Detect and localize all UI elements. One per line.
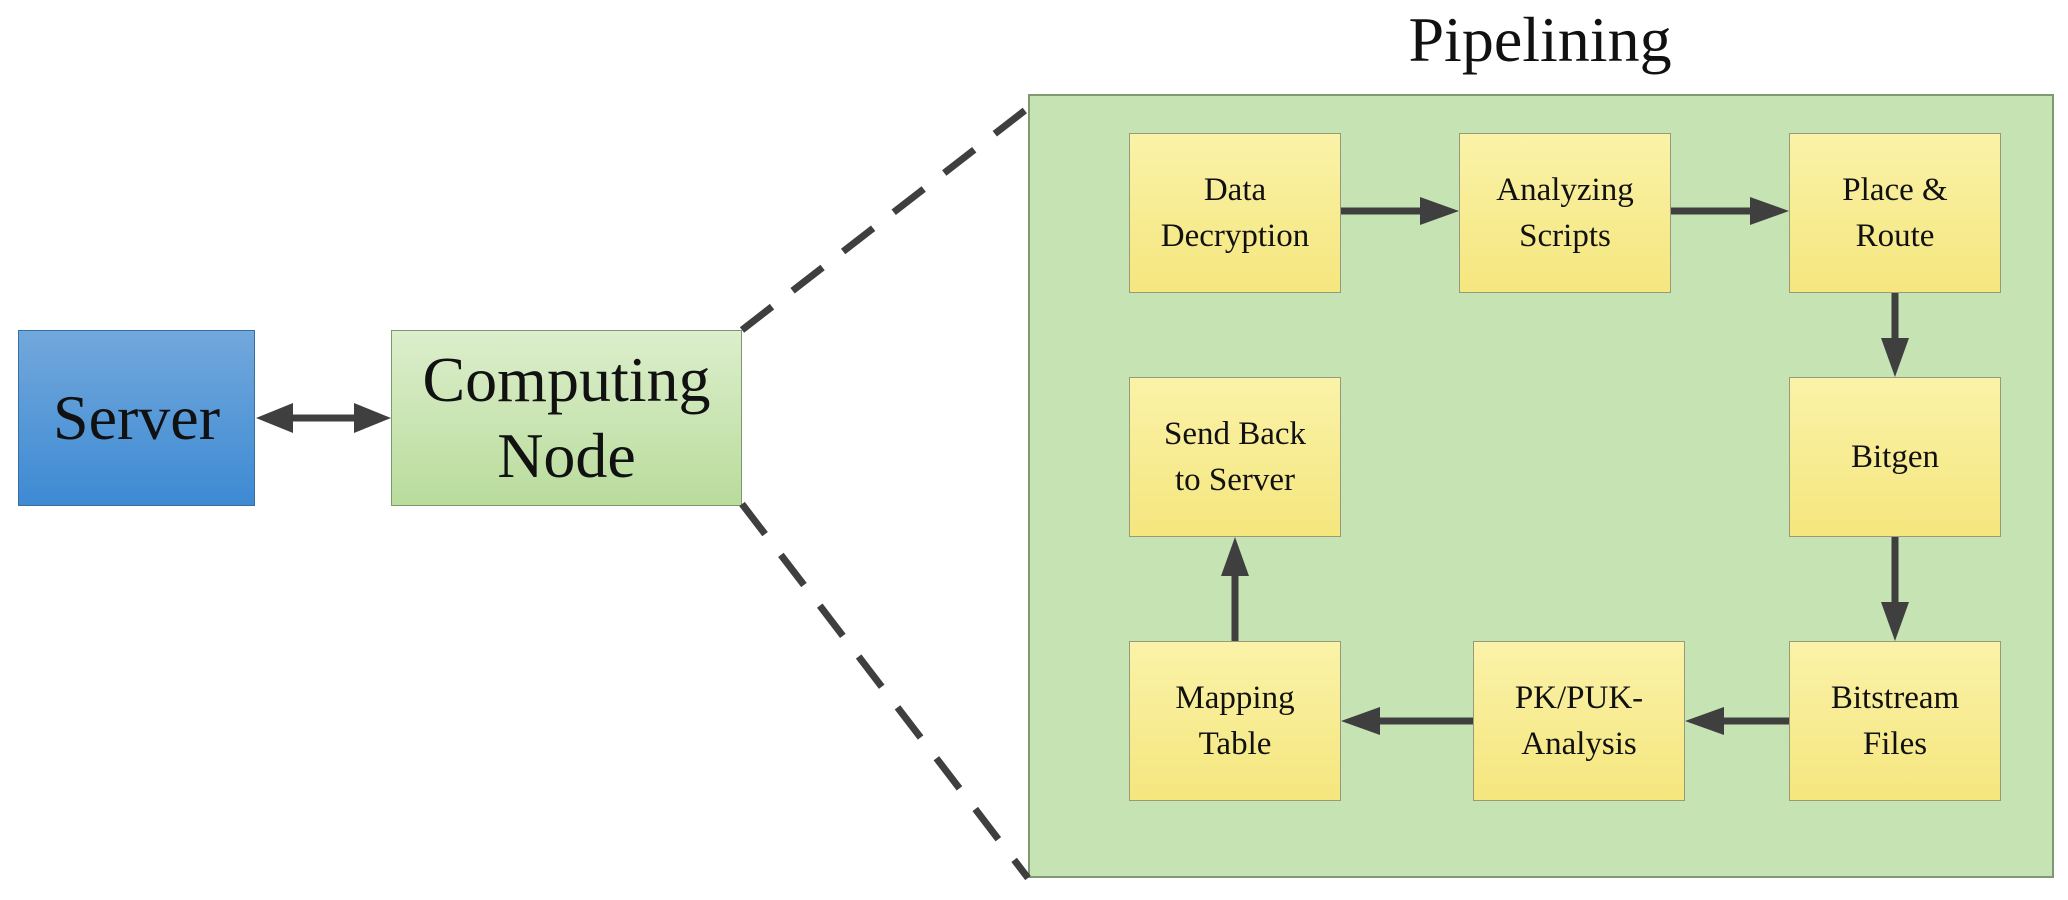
server-box: Server [18,330,255,506]
step-label-line: Table [1198,726,1272,762]
step-label-line: Data [1203,172,1267,208]
computing-node-label-line-1: Computing [422,344,711,415]
step-place-and-route: Place & Route [1789,133,2001,293]
step-label-line: to Server [1174,462,1296,498]
step-label-line: Files [1862,726,1928,762]
zoom-line-top [739,105,1031,333]
step-label-line: Bitgen [1851,439,1939,475]
arrowhead [1881,338,1909,377]
step-data-decryption: Data Decryption [1129,133,1341,293]
computing-node-box: Computing Node [391,330,742,506]
step-label-line: PK/PUK- [1514,680,1644,716]
arrowhead [1685,707,1724,735]
step-label-line: Mapping [1175,680,1295,716]
computing-node-label-line-2: Node [497,420,636,491]
step-bitstream-files: Bitstream Files [1789,641,2001,801]
step-label-line: Send Back [1163,416,1307,452]
step-label-line: Analysis [1521,726,1637,762]
arrowhead [1341,707,1380,735]
arrowhead-left [256,403,293,433]
server-label: Server [52,382,221,453]
step-send-back-to-server: Send Back to Server [1129,377,1341,537]
zoom-line-bottom [739,501,1031,881]
step-label-line: Scripts [1519,218,1611,254]
step-label-line: Route [1855,218,1935,254]
step-analyzing-scripts: Analyzing Scripts [1459,133,1671,293]
step-pk-puk-analysis: PK/PUK- Analysis [1473,641,1685,801]
arrowhead [1420,197,1459,225]
step-label-line: Decryption [1160,218,1310,254]
arrowhead-right [354,403,391,433]
arrowhead [1750,197,1789,225]
arrowhead [1881,602,1909,641]
pipeline-title: Pipelining [1408,4,1672,75]
step-mapping-table: Mapping Table [1129,641,1341,801]
arrowhead [1221,537,1249,576]
step-label-line: Bitstream [1830,680,1960,716]
step-label-line: Place & [1842,172,1948,208]
step-bitgen: Bitgen [1789,377,2001,537]
step-label-line: Analyzing [1496,172,1634,208]
